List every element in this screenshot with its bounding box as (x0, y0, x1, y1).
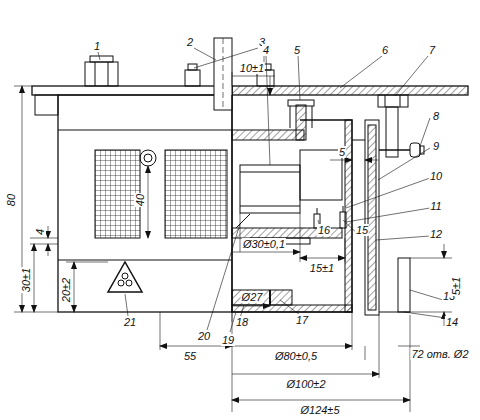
callout-number: 5 (293, 44, 301, 56)
callout-number: 15 (355, 224, 369, 236)
callout-number: 20 (197, 330, 211, 342)
callout-number: 4 (262, 44, 270, 56)
dimension-text: 80 (5, 193, 17, 207)
callout-number: 10 (429, 170, 443, 182)
callout-number: 7 (428, 44, 436, 56)
dimension-text: 40 (134, 193, 146, 207)
callout-number: 16 (317, 224, 331, 236)
callout-number: 19 (221, 334, 235, 346)
callout-number: 9 (432, 140, 440, 152)
dimension-text: 20±2 (60, 277, 72, 303)
dimension-text: 15±1 (309, 262, 335, 274)
dimension-text: 5 (338, 146, 346, 158)
callout-number: 17 (295, 314, 309, 326)
dimension-text: 30±1 (20, 267, 32, 293)
dimension-text: Ø124±5 (299, 404, 340, 416)
callout-number: 11 (429, 200, 442, 212)
callout-number: 1 (93, 40, 101, 52)
dimension-text: Ø80±0,5 (274, 350, 318, 362)
callout-number: 12 (429, 228, 443, 240)
callout-number: 21 (123, 316, 137, 328)
callout-number: 18 (235, 316, 249, 328)
callout-number: 8 (432, 110, 440, 122)
dimension-text: Ø30±0,1 (242, 238, 286, 250)
dimension-text: 10±1 (239, 62, 265, 74)
callout-number: 6 (381, 44, 389, 56)
dimension-text: Ø27 (241, 291, 264, 303)
dimension-text: 4 (34, 228, 46, 236)
callout-number: 2 (186, 36, 194, 48)
dimension-text: Ø100±2 (285, 378, 326, 390)
callout-number: 14 (445, 316, 459, 328)
dimension-text: 5±1 (450, 276, 462, 296)
dimension-text: 72 отв. Ø2 (410, 348, 469, 360)
dimension-text: 55 (183, 350, 197, 362)
